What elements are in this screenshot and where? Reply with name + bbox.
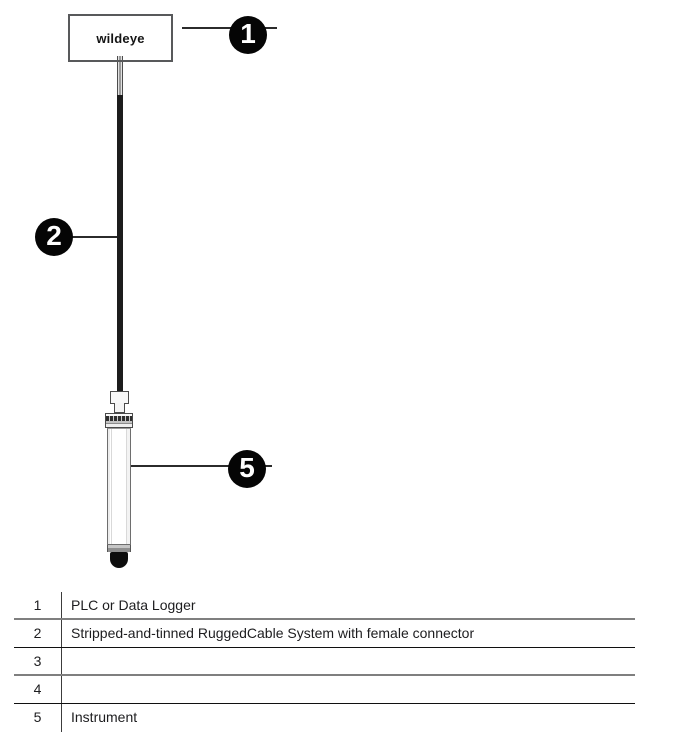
legend-row-1: 1 PLC or Data Logger (14, 592, 635, 620)
instrument-top-cap (105, 413, 133, 428)
callout-leader-line-5 (131, 465, 272, 467)
legend-table: 1 PLC or Data Logger 2 Stripped-and-tinn… (14, 592, 635, 732)
tinned-cable-segment (117, 56, 123, 96)
legend-row-description (62, 648, 635, 674)
rugged-cable-line (117, 95, 123, 392)
legend-row-3: 3 (14, 648, 635, 676)
instrument-body (107, 428, 131, 545)
device-box-label: wildeye (96, 30, 145, 46)
plc-data-logger-box: wildeye (68, 14, 173, 62)
callout-badge-1: 1 (229, 16, 267, 54)
legend-row-number: 5 (14, 704, 62, 732)
legend-row-description: Instrument (71, 709, 138, 725)
connector-neck (114, 403, 125, 413)
legend-row-number: 3 (14, 648, 62, 674)
callout-number-2: 2 (46, 220, 62, 251)
legend-row-4: 4 (14, 676, 635, 704)
legend-row-number: 4 (14, 676, 62, 703)
legend-row-description (62, 676, 635, 703)
callout-badge-2: 2 (35, 218, 73, 256)
callout-number-5: 5 (239, 452, 255, 483)
legend-row-description: Stripped-and-tinned RuggedCable System w… (71, 625, 475, 641)
callout-leader-line-2 (54, 236, 117, 238)
instrument-tip (110, 552, 128, 568)
legend-row-2: 2 Stripped-and-tinned RuggedCable System… (14, 620, 635, 648)
legend-row-number: 2 (14, 620, 62, 647)
legend-row-5: 5 Instrument (14, 704, 635, 732)
callout-number-1: 1 (240, 18, 256, 49)
instrument-lower-band (107, 545, 131, 552)
legend-row-description: PLC or Data Logger (71, 597, 196, 613)
callout-badge-5: 5 (228, 450, 266, 488)
legend-row-number: 1 (14, 592, 62, 618)
knurl-band (106, 416, 132, 421)
